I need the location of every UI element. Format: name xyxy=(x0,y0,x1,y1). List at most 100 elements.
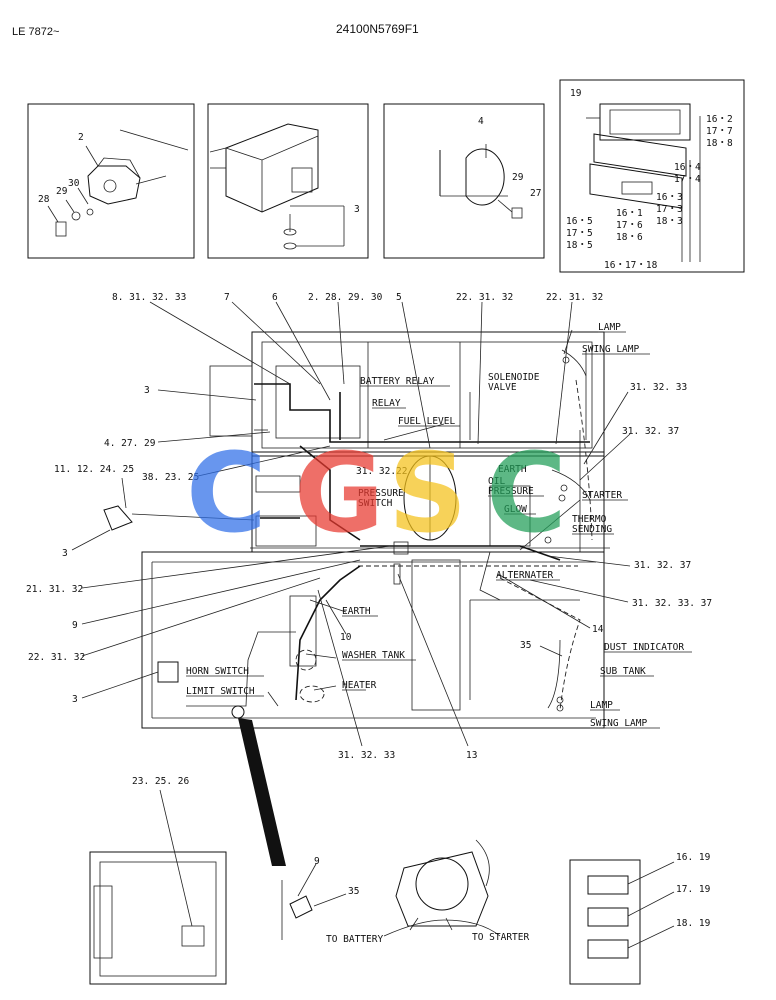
inset4-callout-17-6: 17・6 xyxy=(616,220,643,231)
callout-2-28-29-30: 2. 28. 29. 30 xyxy=(308,292,383,303)
inset-box-2 xyxy=(207,103,369,259)
inset3-callout-4: 4 xyxy=(478,116,484,127)
callout-9-bottom: 9 xyxy=(314,856,320,867)
label-heater: HEATER xyxy=(342,680,377,691)
callout-10: 10 xyxy=(340,632,352,643)
inset4-callout-16-1: 16・1 xyxy=(616,208,643,219)
bottom-alternator-detail xyxy=(281,839,501,940)
label-relay: RELAY xyxy=(372,398,401,409)
callout-38-23-25: 38. 23. 25 xyxy=(142,472,199,483)
callout-3-a: 3 xyxy=(144,385,150,396)
callout-13: 13 xyxy=(466,750,477,761)
callout-4-27-29: 4. 27. 29 xyxy=(104,438,156,449)
detail-pointer xyxy=(238,718,286,866)
inset3-horn xyxy=(439,144,523,219)
inset4-callout-19: 19 xyxy=(570,88,582,99)
label-swing-lamp-bottom: SWING LAMP xyxy=(590,718,647,729)
callout-6: 6 xyxy=(272,292,278,303)
callout-7: 7 xyxy=(224,292,230,303)
watermark-letter-1: C xyxy=(186,429,267,557)
label-thermo: THERMO xyxy=(572,514,607,525)
inset4-callout-16-4: 16・4 xyxy=(674,162,701,173)
header-code-left: LE 7872~ xyxy=(12,26,60,38)
inset-callouts: 2 30 29 28 3 4 29 27 19 16・2 17・7 18・8 1… xyxy=(38,88,733,271)
callout-9: 9 xyxy=(72,620,78,631)
callout-21-31-32: 21. 31. 32 xyxy=(26,584,83,595)
callout-35-bottom: 35 xyxy=(348,886,359,897)
watermark-letter-4: C xyxy=(486,429,567,557)
callout-31-32-33-bottom: 31. 32. 33 xyxy=(338,750,395,761)
label-to-battery: TO BATTERY xyxy=(326,934,383,945)
callout-16-19: 16. 19 xyxy=(676,852,711,863)
callout-31-32-37-a: 31. 32. 37 xyxy=(622,426,679,437)
main-callouts: 8. 31. 32. 33 7 6 2. 28. 29. 30 5 22. 31… xyxy=(26,292,712,761)
label-limit-switch: LIMIT SWITCH xyxy=(186,686,255,697)
label-horn-switch: HORN SWITCH xyxy=(186,666,249,677)
label-starter: STARTER xyxy=(582,490,622,501)
callout-8-31-32-33: 8. 31. 32. 33 xyxy=(112,292,186,303)
callout-5: 5 xyxy=(396,292,402,303)
inset4-callout-16-3: 16・3 xyxy=(656,192,683,203)
callout-3-c: 3 xyxy=(72,694,78,705)
label-pressure: PRESSURE xyxy=(358,488,404,499)
label-glow: GLOW xyxy=(504,504,527,515)
inset4-callout-17-7: 17・7 xyxy=(706,126,733,137)
label-valve: VALVE xyxy=(488,382,517,393)
label-lamp-top: LAMP xyxy=(598,322,621,333)
component-labels: BATTERY RELAY RELAY FUEL LEVEL SOLENOIDE… xyxy=(186,322,692,729)
callout-35: 35 xyxy=(520,640,531,651)
wiring-harness xyxy=(103,349,591,719)
inset-box-1 xyxy=(27,103,195,259)
bottom-left-panel xyxy=(89,789,227,985)
callout-3-b: 3 xyxy=(62,548,68,559)
callout-23-25-26: 23. 25. 26 xyxy=(132,776,189,787)
label-to-starter: TO STARTER xyxy=(472,932,529,943)
label-battery-relay: BATTERY RELAY xyxy=(360,376,435,387)
leader-lines xyxy=(71,301,631,747)
inset4-lamp-parts xyxy=(586,103,701,262)
inset4-callout-16-5: 16・5 xyxy=(566,216,593,227)
inset4-callout-17-5: 17・5 xyxy=(566,228,593,239)
watermark-letter-3: S xyxy=(388,429,468,557)
callout-31-32-33-37: 31. 32. 33. 37 xyxy=(632,598,712,609)
callout-11-12-24-25: 11. 12. 24. 25 xyxy=(54,464,134,475)
callout-14: 14 xyxy=(592,624,604,635)
watermark-letter-2: G xyxy=(294,429,385,557)
label-sending: SENDING xyxy=(572,524,612,535)
callout-22-31-32-c: 22. 31. 32 xyxy=(28,652,85,663)
label-dust-indicator: DUST INDICATOR xyxy=(604,642,684,653)
label-lamp-bottom: LAMP xyxy=(590,700,613,711)
inset1-callout-30: 30 xyxy=(68,178,80,189)
inset4-callout-18-8: 18・8 xyxy=(706,138,733,149)
header-part-number: 24100N5769F1 xyxy=(336,22,419,36)
callout-17-19: 17. 19 xyxy=(676,884,711,895)
callout-22-31-32-b: 22. 31. 32 xyxy=(546,292,603,303)
inset3-callout-27: 27 xyxy=(530,188,541,199)
inset-box-3 xyxy=(383,103,545,259)
inset4-callout-16-2: 16・2 xyxy=(706,114,733,125)
inset4-callout-17-3: 17・3 xyxy=(656,204,683,215)
inset1-callout-28: 28 xyxy=(38,194,50,205)
inset4-callout-18-3: 18・3 xyxy=(656,216,683,227)
inset2-callout-3: 3 xyxy=(354,204,360,215)
label-pressure-switch: SWITCH xyxy=(358,498,393,509)
inset-box-4 xyxy=(559,79,745,273)
bottom-labels: 23. 25. 26 9 35 TO BATTERY TO STARTER 16… xyxy=(132,776,711,945)
callout-31-32-33-right: 31. 32. 33 xyxy=(630,382,687,393)
inset1-relay-part xyxy=(47,129,189,237)
inset3-callout-29: 29 xyxy=(512,172,524,183)
label-alternater: ALTERNATER xyxy=(496,570,553,581)
callout-22-31-32-a: 22. 31. 32 xyxy=(456,292,513,303)
label-oil: OIL xyxy=(488,476,505,487)
inset4-callout-17-4: 17・4 xyxy=(674,174,701,185)
inset1-callout-29: 29 xyxy=(56,186,68,197)
callout-18-19: 18. 19 xyxy=(676,918,711,929)
label-sub-tank: SUB TANK xyxy=(600,666,646,677)
label-oil-pressure: PRESSURE xyxy=(488,486,534,497)
inset4-callout-18-5: 18・5 xyxy=(566,240,593,251)
callout-31-32-22: 31. 32.22 xyxy=(356,466,407,477)
inset4-callout-18-6: 18・6 xyxy=(616,232,643,243)
callout-31-32-37-b: 31. 32. 37 xyxy=(634,560,691,571)
